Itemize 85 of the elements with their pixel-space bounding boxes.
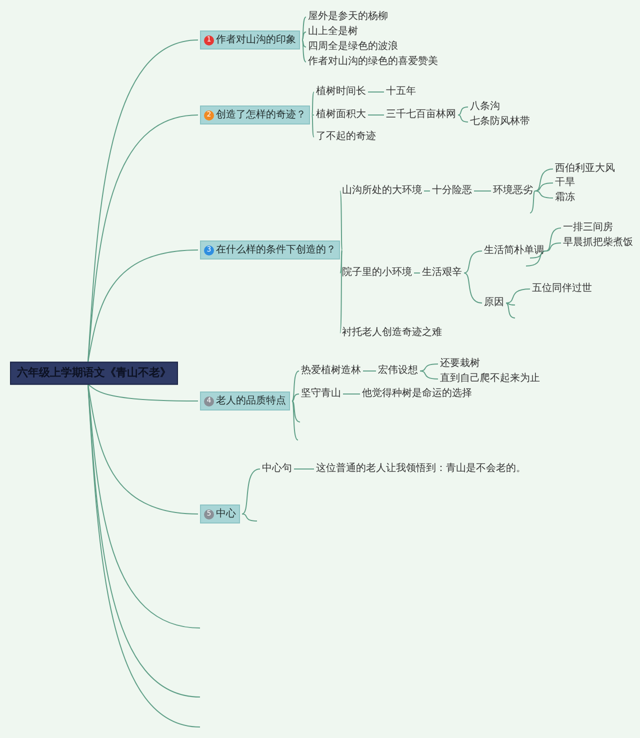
branch-text: 植树面积大 [316, 109, 366, 121]
branch-text: 干旱 [555, 177, 575, 189]
branch-text: 还要栽树 [440, 358, 480, 370]
branch-line [88, 250, 198, 362]
topic-box [200, 392, 290, 410]
branch-line [312, 92, 314, 116]
branch-line [534, 182, 554, 192]
topic-box [200, 106, 310, 124]
branch-text: 坚守青山 [301, 388, 341, 400]
branch-line [464, 250, 482, 274]
branch-line [340, 250, 342, 274]
branch-line [292, 400, 300, 422]
topic-text: 作者对山沟的印象 [216, 33, 296, 48]
branch-text: 作者对山沟的绿色的喜爱赞美 [308, 56, 438, 68]
topic-text: 老人的品质特点 [216, 394, 286, 408]
branch-line [362, 370, 376, 372]
branch-text: 四周全是绿色的波浪 [308, 41, 398, 53]
branch-line [340, 250, 342, 334]
branch-text: 西伯利亚大风 [555, 163, 615, 175]
topic-text: 在什么样的条件下创造的？ [216, 243, 336, 258]
branch-text: 霜冻 [555, 192, 575, 204]
branch-text: 屋外是参天的杨柳 [308, 11, 388, 23]
root-topic-box: 六年级上学期语文《青山不老》 [10, 362, 178, 384]
branch-line [88, 114, 198, 362]
branch-line [312, 114, 314, 138]
branch-text: 十分险恶 [432, 185, 472, 197]
branch-line [458, 106, 468, 116]
branch-text: 五位同伴过世 [532, 283, 592, 295]
branch-text: 衬托老人创造奇迹之难 [342, 327, 442, 339]
branch-line [526, 250, 546, 266]
branch-line [302, 16, 306, 40]
branch-line [534, 168, 554, 192]
branch-text: 他觉得种树是命运的选择 [362, 388, 472, 400]
branch-text: 山上全是树 [308, 26, 358, 38]
branch-line [242, 468, 260, 514]
branch-line [506, 302, 516, 318]
branch-text: 早晨抓把柴煮饭 [563, 237, 633, 249]
branch-line [546, 228, 562, 252]
branch-text: 直到自己爬不起来为止 [440, 373, 540, 385]
branch-text: 生活艰辛 [422, 267, 462, 279]
branch-line [302, 40, 306, 62]
branch-line [302, 40, 306, 48]
branch-line [414, 272, 420, 274]
branch-line [88, 384, 198, 514]
branch-text: 院子里的小环境 [342, 267, 412, 279]
branch-line [292, 394, 300, 402]
branch-text: 环境恶劣 [493, 185, 533, 197]
branch-line [530, 190, 536, 214]
branch-text: 一排三间房 [563, 222, 613, 234]
branch-text: 这位普通的老人让我领悟到：青山是不会老的。 [316, 463, 526, 475]
branch-line [368, 114, 384, 116]
branch-line [546, 242, 562, 252]
branch-line [420, 364, 438, 372]
branch-line [464, 272, 482, 304]
topic-box [200, 30, 300, 50]
branch-text: 八条沟 [470, 101, 500, 113]
topic-box [200, 240, 340, 260]
branch-text: 中心句 [262, 463, 292, 475]
branch-line [302, 32, 306, 40]
branch-text: 宏伟设想 [378, 365, 418, 377]
branch-line [242, 514, 258, 522]
branch-text: 植树时间长 [316, 86, 366, 98]
branch-line [506, 288, 530, 304]
branch-line [506, 302, 516, 306]
branch-text: 热爱植树造林 [301, 365, 361, 377]
branch-line [340, 190, 342, 250]
branch-text: 七条防风林带 [470, 116, 530, 128]
branch-line [292, 400, 298, 440]
branch-line [458, 114, 468, 122]
branch-line [534, 190, 554, 198]
branch-line [88, 384, 198, 402]
branch-line [424, 190, 430, 192]
branch-line [474, 190, 492, 192]
branch-line [294, 468, 314, 470]
branch-text: 三千七百亩林网 [386, 109, 456, 121]
branch-text: 山沟所处的大环境 [342, 185, 422, 197]
branch-text: 生活简朴单调 [484, 245, 544, 257]
branch-text: 原因 [484, 297, 504, 309]
branch-line [420, 370, 438, 380]
topic-box [200, 504, 240, 524]
topic-text: 创造了怎样的奇迹？ [216, 108, 306, 122]
branch-text: 了不起的奇迹 [316, 131, 376, 143]
topic-text: 中心 [216, 507, 236, 522]
branch-text: 十五年 [386, 86, 416, 98]
branch-line [292, 370, 300, 402]
